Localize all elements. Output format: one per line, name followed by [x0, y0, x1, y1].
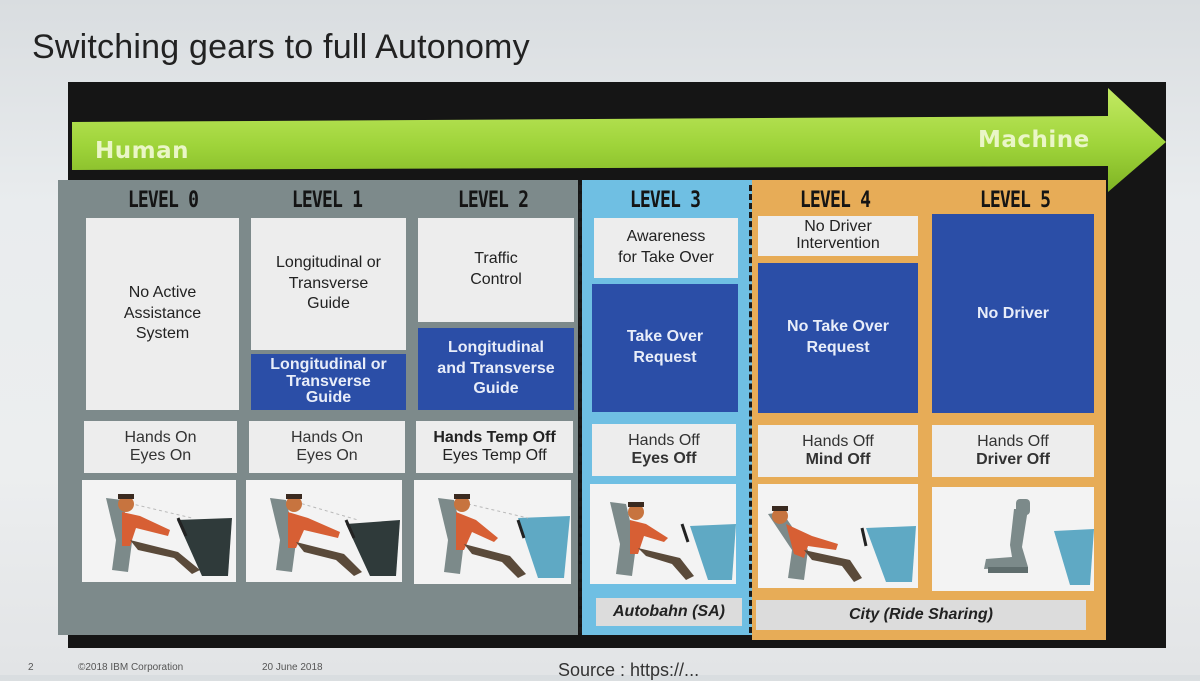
- level-5-driver-text: Driver Off: [976, 451, 1050, 468]
- arrow-start-label: Human: [95, 138, 189, 164]
- level-0-driver-illustration: [82, 480, 236, 582]
- level-3-hands-text: Hands Off: [628, 431, 700, 449]
- level-2-label: LEVEL 2: [457, 188, 529, 213]
- human-to-machine-arrow: [72, 88, 1166, 192]
- level-1-driver-illustration: [246, 480, 402, 582]
- slide-title: Switching gears to full Autonomy: [32, 28, 530, 66]
- level-4-hands-text: Hands Off: [802, 432, 874, 450]
- slide-date: 20 June 2018: [262, 662, 323, 673]
- level-0-hands-text: Hands On: [124, 428, 197, 446]
- level-0-label: LEVEL 0: [127, 188, 199, 213]
- autobahn-use-case: Autobahn (SA): [596, 598, 742, 626]
- level-1-hands-text: Hands On: [290, 428, 364, 446]
- level-0-eyes-text: Eyes On: [129, 447, 192, 464]
- level-2-hands-text: Hands Temp Off: [433, 428, 556, 446]
- level-2-eyes-text: Eyes Temp Off: [442, 447, 547, 464]
- level-5-label: LEVEL 5: [979, 188, 1051, 213]
- group-divider: [749, 185, 752, 633]
- source-text: Source : https://...: [558, 660, 700, 680]
- level-4-mind-text: Mind Off: [805, 451, 871, 468]
- level-3-eyes-text: Eyes Off: [631, 450, 697, 467]
- level-2-driver-illustration: [414, 480, 571, 584]
- level-4-driver-illustration: [758, 484, 918, 588]
- copyright-text: ©2018 IBM Corporation: [78, 662, 184, 673]
- level-3-label: LEVEL 3: [629, 188, 701, 213]
- slide-page-number: 2: [28, 662, 34, 673]
- level-3-driver-illustration: [590, 484, 736, 584]
- group-divider: [579, 185, 582, 633]
- city-use-case: City (Ride Sharing): [756, 600, 1086, 630]
- level-1-eyes-text: Eyes On: [296, 447, 358, 464]
- level-5-empty-seat-illustration: [932, 487, 1094, 591]
- arrow-end-label: Machine: [978, 127, 1090, 153]
- level-5-hands-text: Hands Off: [977, 432, 1049, 450]
- level-4-label: LEVEL 4: [799, 188, 871, 213]
- level-1-label: LEVEL 1: [291, 188, 363, 213]
- level-5-system-task-box: No Driver: [932, 214, 1094, 413]
